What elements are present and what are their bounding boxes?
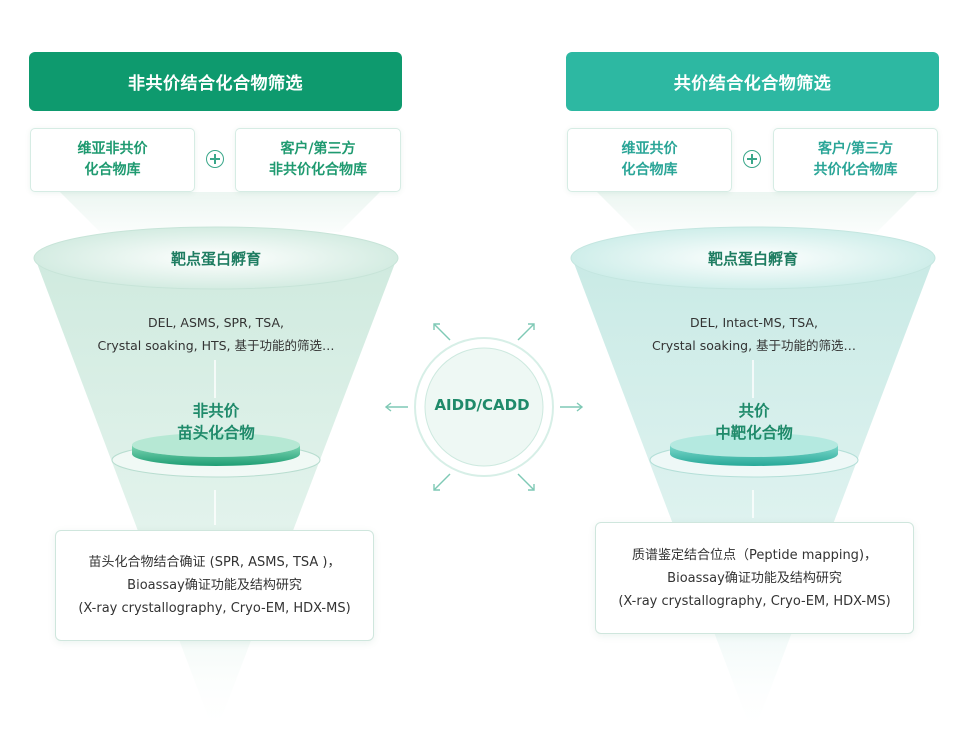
right-library-b-label: 客户/第三方 共价化合物库 xyxy=(813,141,898,178)
right-header-title: 共价结合化合物筛选 xyxy=(673,74,832,94)
left-detail-text: 苗头化合物结合确证 (SPR, ASMS, TSA )， Bioassay确证功… xyxy=(78,555,351,616)
right-section-header: 共价结合化合物筛选 xyxy=(566,52,939,111)
disc-top-right xyxy=(670,433,838,457)
right-rim-label: 靶点蛋白孵育 xyxy=(707,250,798,268)
disc-top-left xyxy=(132,433,300,457)
disc-ring-left xyxy=(132,445,300,466)
arrow-icon-group xyxy=(384,323,584,491)
right-detail-text: 质谱鉴定结合位点（Peptide mapping)， Bioassay确证功能及… xyxy=(618,547,891,609)
beam-left xyxy=(60,192,380,232)
left-detail-box: 苗头化合物结合确证 (SPR, ASMS, TSA )， Bioassay确证功… xyxy=(55,530,374,641)
right-library-box-a: 维亚共价 化合物库 xyxy=(567,128,732,192)
disc-ring-right xyxy=(670,445,838,466)
left-methods-text: DEL, ASMS, SPR, TSA, Crystal soaking, HT… xyxy=(97,315,335,353)
beam-right xyxy=(597,192,917,232)
plus-circle-icon xyxy=(743,150,761,168)
right-hit-label: 共价 中靶化合物 xyxy=(715,402,793,442)
aidd-cadd-label: AIDD/CADD xyxy=(434,396,530,414)
right-library-box-b: 客户/第三方 共价化合物库 xyxy=(773,128,938,192)
right-detail-box: 质谱鉴定结合位点（Peptide mapping)， Bioassay确证功能及… xyxy=(595,522,914,634)
plus-circle-icon xyxy=(206,150,224,168)
left-library-box-b: 客户/第三方 非共价化合物库 xyxy=(235,128,401,192)
left-header-title: 非共价结合化合物筛选 xyxy=(128,74,303,94)
funnel-rim-right xyxy=(570,226,936,290)
right-library-a-label: 维亚共价 化合物库 xyxy=(621,141,678,178)
funnel-left xyxy=(35,258,397,735)
left-library-box-a: 维亚非共价 化合物库 xyxy=(30,128,195,192)
left-hit-label: 非共价 苗头化合物 xyxy=(177,402,255,442)
left-library-b-label: 客户/第三方 非共价化合物库 xyxy=(269,141,367,178)
center-inner-circle xyxy=(424,347,544,467)
left-section-header: 非共价结合化合物筛选 xyxy=(29,52,402,111)
funnel-rim-left xyxy=(33,226,399,290)
left-rim-label: 靶点蛋白孵育 xyxy=(170,250,261,268)
right-methods-text: DEL, Intact-MS, TSA, Crystal soaking, 基于… xyxy=(651,315,857,353)
left-library-a-label: 维亚非共价 化合物库 xyxy=(77,141,148,178)
